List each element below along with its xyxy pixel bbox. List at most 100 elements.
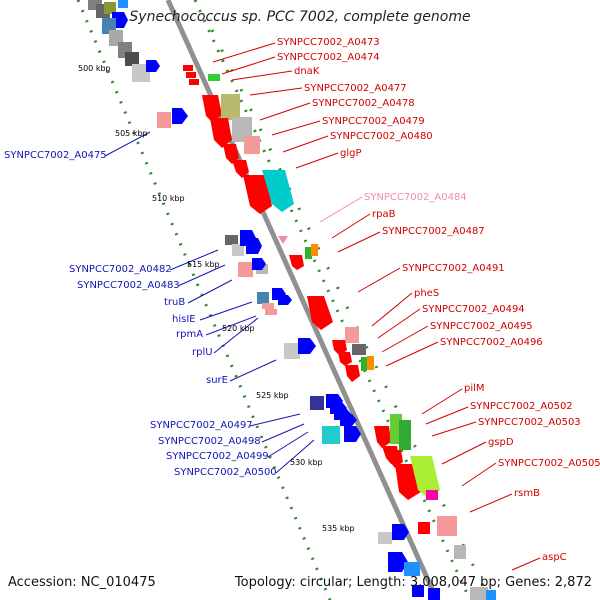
leader-line [319, 196, 363, 223]
gene-label-rpma[interactable]: rpmA [176, 329, 204, 340]
leader-line [199, 301, 253, 321]
gene-block [186, 72, 196, 78]
gene-block [125, 52, 139, 66]
gene-label-synpcc7002-a0491[interactable]: SYNPCC7002_A0491 [402, 263, 505, 274]
leader-line [213, 317, 259, 354]
gene-label-synpcc7002-a0475[interactable]: SYNPCC7002_A0475 [4, 150, 107, 161]
leader-line [229, 359, 277, 382]
gene-label-synpcc7002-a0494[interactable]: SYNPCC7002_A0494 [422, 304, 525, 315]
leader-line [249, 87, 303, 96]
gene-arrow [345, 365, 360, 382]
gene-block [399, 420, 411, 450]
scale-tick-label: 535 kbp [322, 524, 355, 533]
gene-arrow [307, 296, 333, 330]
gene-arrow [410, 456, 440, 498]
gene-arrow [392, 524, 409, 540]
gene-label-aspc[interactable]: aspC [542, 552, 567, 563]
gene-block [189, 79, 199, 85]
leader-line [282, 135, 329, 153]
gene-label-synpcc7002-a0496[interactable]: SYNPCC7002_A0496 [440, 337, 543, 348]
gene-label-synpcc7002-a0479[interactable]: SYNPCC7002_A0479 [322, 116, 425, 127]
gene-block [311, 244, 318, 256]
leader-line [331, 213, 371, 239]
gene-block [310, 396, 324, 410]
gene-label-synpcc7002-a0499[interactable]: SYNPCC7002_A0499 [166, 451, 269, 462]
leader-line [511, 557, 541, 571]
gene-block [345, 327, 359, 343]
gene-label-synpcc7002-a0480[interactable]: SYNPCC7002_A0480 [330, 131, 433, 142]
gene-block [232, 244, 244, 256]
gene-label-synpcc7002-a0500[interactable]: SYNPCC7002_A0500 [174, 467, 277, 478]
gene-block [132, 64, 150, 82]
gene-label-synpcc7002-a0477[interactable]: SYNPCC7002_A0477 [304, 83, 407, 94]
scale-tick-label: 520 kbp [222, 324, 255, 333]
gene-block [322, 426, 340, 444]
gene-block [352, 344, 366, 355]
gene-arrow [223, 144, 239, 164]
gene-block [104, 2, 116, 14]
gene-label-synpcc7002-a0474[interactable]: SYNPCC7002_A0474 [277, 52, 380, 63]
gene-arrow [202, 95, 222, 122]
leader-line [421, 388, 463, 415]
gene-arrow [210, 118, 232, 148]
leader-line [385, 341, 439, 367]
gene-label-dnak[interactable]: dnaK [294, 66, 320, 77]
gene-label-synpcc7002-a0487[interactable]: SYNPCC7002_A0487 [382, 226, 485, 237]
gene-label-synpcc7002-a0498[interactable]: SYNPCC7002_A0498 [158, 436, 261, 447]
gene-label-synpcc7002-a0473[interactable]: SYNPCC7002_A0473 [277, 37, 380, 48]
gene-label-synpcc7002-a0478[interactable]: SYNPCC7002_A0478 [312, 98, 415, 109]
gene-block [378, 532, 392, 544]
gene-label-synpcc7002-a0497[interactable]: SYNPCC7002_A0497 [150, 420, 253, 431]
outer-tick-ring [210, 29, 492, 600]
gene-label-synpcc7002-a0482[interactable]: SYNPCC7002_A0482 [69, 264, 172, 275]
gene-arrow [172, 108, 188, 124]
gene-block [225, 235, 238, 245]
gene-label-synpcc7002-a0502[interactable]: SYNPCC7002_A0502 [470, 401, 573, 412]
gene-label-rplu[interactable]: rplU [192, 347, 213, 358]
scale-tick-label: 515 kbp [187, 260, 220, 269]
gene-block [262, 303, 274, 309]
genome-title: Synechococcus sp. PCC 7002, complete gen… [129, 9, 471, 25]
leader-line [371, 292, 413, 327]
gene-arrow [252, 258, 266, 270]
gene-block [265, 309, 277, 315]
leader-line [271, 120, 321, 136]
right-leader-lines [212, 42, 541, 571]
gene-block [426, 490, 438, 500]
leader-line [231, 70, 293, 81]
gene-arrow [374, 426, 391, 448]
gene-arrow [298, 338, 316, 354]
gene-label-pilm[interactable]: pilM [464, 383, 485, 394]
gene-label-trub[interactable]: truB [164, 297, 186, 308]
gene-block [404, 562, 420, 576]
leader-line [187, 279, 233, 304]
scale-tick-label: 510 kbp [152, 194, 185, 203]
gene-arrow [243, 175, 272, 214]
gene-label-synpcc7002-a0484[interactable]: SYNPCC7002_A0484 [364, 192, 467, 203]
gene-label-sure[interactable]: surE [206, 375, 228, 386]
gene-label-synpcc7002-a0483[interactable]: SYNPCC7002_A0483 [77, 280, 180, 291]
leader-line [425, 406, 469, 425]
gene-label-rsmb[interactable]: rsmB [514, 488, 540, 499]
gene-label-rpab[interactable]: rpaB [372, 209, 396, 220]
gene-label-hisie[interactable]: hisIE [172, 314, 196, 325]
leader-line [267, 431, 309, 458]
leader-line [221, 56, 276, 75]
gene-label-glgp[interactable]: glgP [340, 148, 362, 159]
scale-tick-label: 525 kbp [256, 391, 289, 400]
gene-block [486, 590, 496, 600]
leader-line [275, 439, 315, 474]
gene-label-synpcc7002-a0495[interactable]: SYNPCC7002_A0495 [430, 321, 533, 332]
leader-line [259, 102, 311, 121]
reverse-strand-features [88, 0, 440, 600]
gene-block [367, 356, 374, 370]
gene-label-synpcc7002-a0505[interactable]: SYNPCC7002_A0505 [498, 458, 600, 469]
gene-label-phes[interactable]: pheS [414, 288, 440, 299]
gene-block [284, 343, 300, 359]
gene-label-synpcc7002-a0503[interactable]: SYNPCC7002_A0503 [478, 417, 581, 428]
gene-block [428, 588, 440, 600]
gene-arrow [278, 295, 292, 305]
leader-line [205, 315, 257, 336]
gene-label-gspd[interactable]: gspD [488, 437, 514, 448]
